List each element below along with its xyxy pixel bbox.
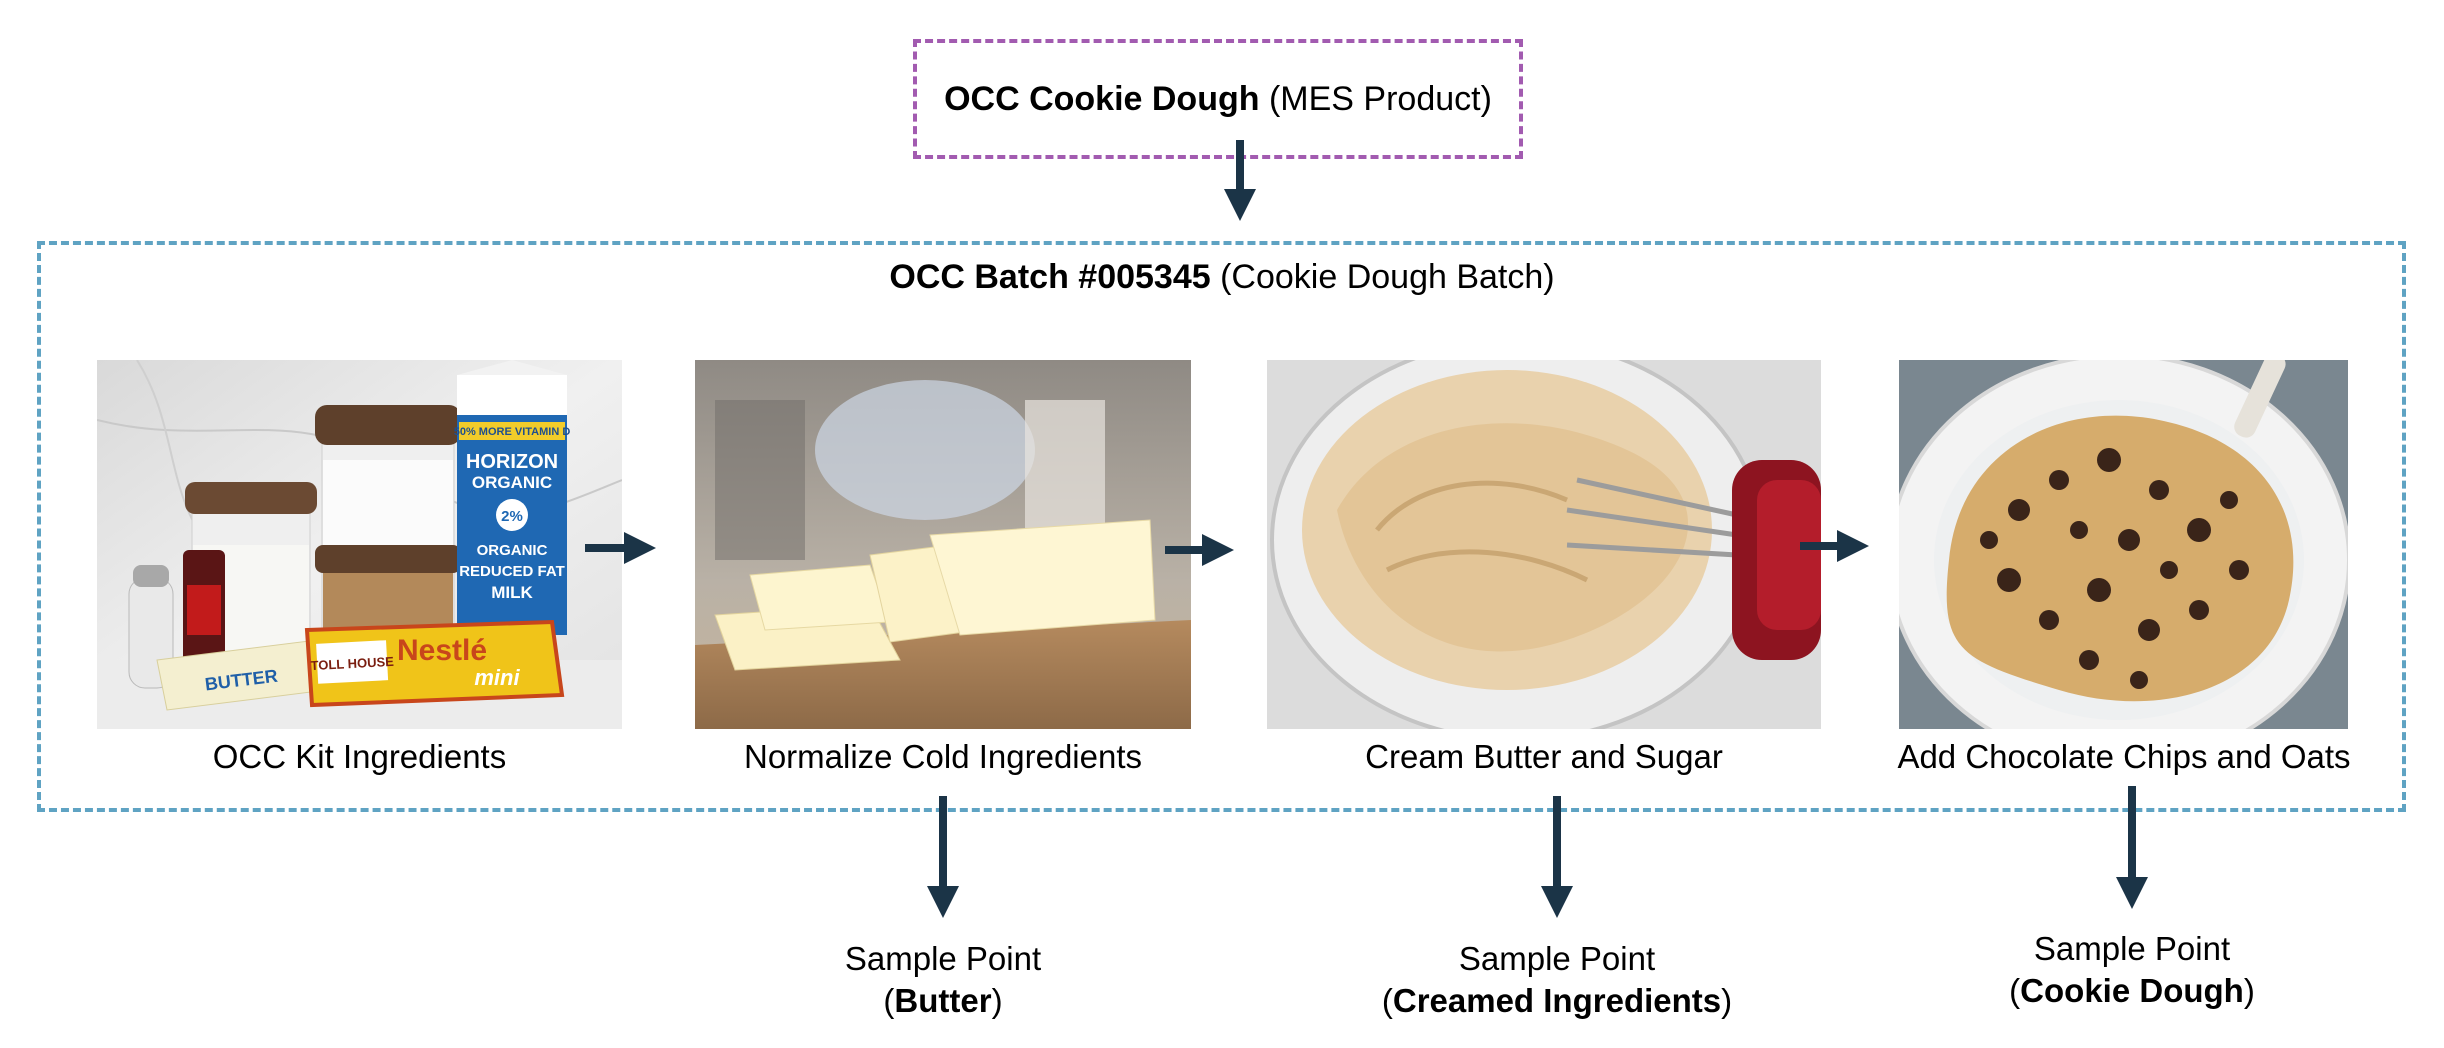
sample-point-butter: Sample Point (Butter): [743, 938, 1143, 1022]
milk-line-3: MILK: [491, 583, 533, 602]
step-label-cream: Cream Butter and Sugar: [1365, 738, 1723, 775]
sample-point-creamed-title: Sample Point: [1458, 940, 1656, 977]
mes-product-box: OCC Cookie Dough (MES Product): [913, 39, 1523, 159]
milk-brand-line-2: ORGANIC: [472, 473, 552, 492]
photo-cookie-dough: [1899, 360, 2348, 729]
photo-cream-butter: [1267, 360, 1821, 729]
step-label-kit-ingredients: OCC Kit Ingredients: [212, 738, 507, 775]
batch-title: OCC Batch #005345 (Cookie Dough Batch): [0, 258, 2444, 297]
product-label: OCC Cookie Dough (MES Product): [944, 80, 1492, 119]
milk-badge-text: 2%: [501, 508, 523, 525]
sample-point-creamed: Sample Point (Creamed Ingredients): [1357, 938, 1757, 1022]
chips-brand-2: Nestlé: [397, 634, 487, 667]
product-type: (MES Product): [1259, 79, 1492, 118]
product-name: OCC Cookie Dough: [944, 79, 1260, 118]
sample-point-cookie-dough-title: Sample Point: [2033, 930, 2231, 967]
photo-cold-butter: [695, 360, 1191, 729]
step-label-add-chips: Add Chocolate Chips and Oats: [1897, 738, 2351, 775]
photo-kit-ingredients: 50% MORE VITAMIN D HORIZON ORGANIC 2% OR…: [97, 360, 622, 729]
sample-point-cookie-dough-name: (Cookie Dough): [2009, 972, 2255, 1009]
sample-point-butter-title: Sample Point: [844, 940, 1042, 977]
chips-mini-text: mini: [474, 665, 520, 690]
milk-promo-text: 50% MORE VITAMIN D: [454, 426, 571, 438]
batch-container: [37, 241, 2406, 812]
sample-point-creamed-name: (Creamed Ingredients): [1381, 982, 1733, 1019]
step-label-normalize: Normalize Cold Ingredients: [743, 738, 1142, 775]
sample-point-butter-name: (Butter): [883, 982, 1003, 1019]
milk-line-1: ORGANIC: [477, 542, 548, 559]
batch-type: (Cookie Dough Batch): [1210, 258, 1555, 296]
sample-point-cookie-dough: Sample Point (Cookie Dough): [1932, 928, 2332, 1012]
milk-brand-line-1: HORIZON: [466, 451, 558, 473]
milk-line-2: REDUCED FAT: [459, 563, 565, 580]
batch-id: OCC Batch #005345: [889, 258, 1211, 296]
chips-brand-1: TOLL HOUSE: [310, 654, 394, 673]
